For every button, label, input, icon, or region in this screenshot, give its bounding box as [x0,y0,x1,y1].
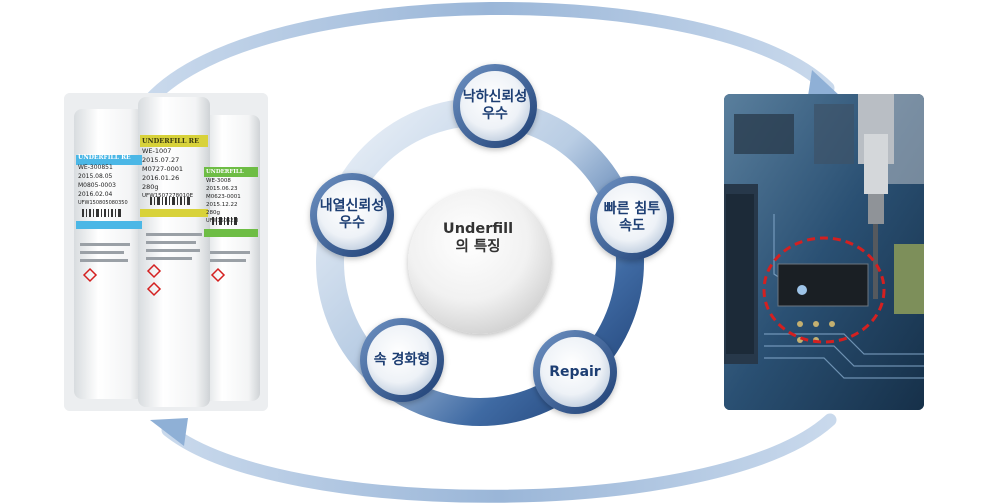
center-title-line1: Underfill [442,221,514,237]
tube-label-1: UNDERFILL RE WE-300851 2015.08.05 M0805-… [78,154,131,206]
top-arrow [143,2,835,107]
node-left [310,173,394,257]
tube-label-2: UNDERFILL RE WE-1007 2015.07.27 M0727-00… [142,137,200,199]
node-label-right: 빠른 침투 속도 [603,201,661,234]
pcb-dispensing-photo [724,94,924,410]
node-label-left: 내열신뢰성 우수 [319,198,385,231]
top-arrowhead [808,70,840,96]
node-label-bottom-left: 속 경화형 [373,352,431,368]
center-circle [408,190,552,334]
node-bottom-left [360,318,444,402]
node-top [453,64,537,148]
dispense-highlight [762,236,886,344]
node-label-bottom-right: Repair [549,364,601,380]
center-title: Underfill 의 특징 [404,220,552,256]
node-bottom-right [533,330,617,414]
node-label-top: 낙하신뢰성 우수 [462,89,528,122]
bottom-arrowhead [150,418,188,446]
tube-label-3: UNDERFILL WE-3008 2015.06.23 M0623-0001 … [206,169,244,224]
node-right [590,176,674,260]
center-title-line2: 의 특징 [455,239,501,255]
underfill-tubes-photo: UNDERFILL RE WE-300851 2015.08.05 M0805-… [64,93,268,411]
cycle-arrows [143,2,840,503]
bottom-arrow [161,413,837,503]
feature-nodes [310,64,674,414]
